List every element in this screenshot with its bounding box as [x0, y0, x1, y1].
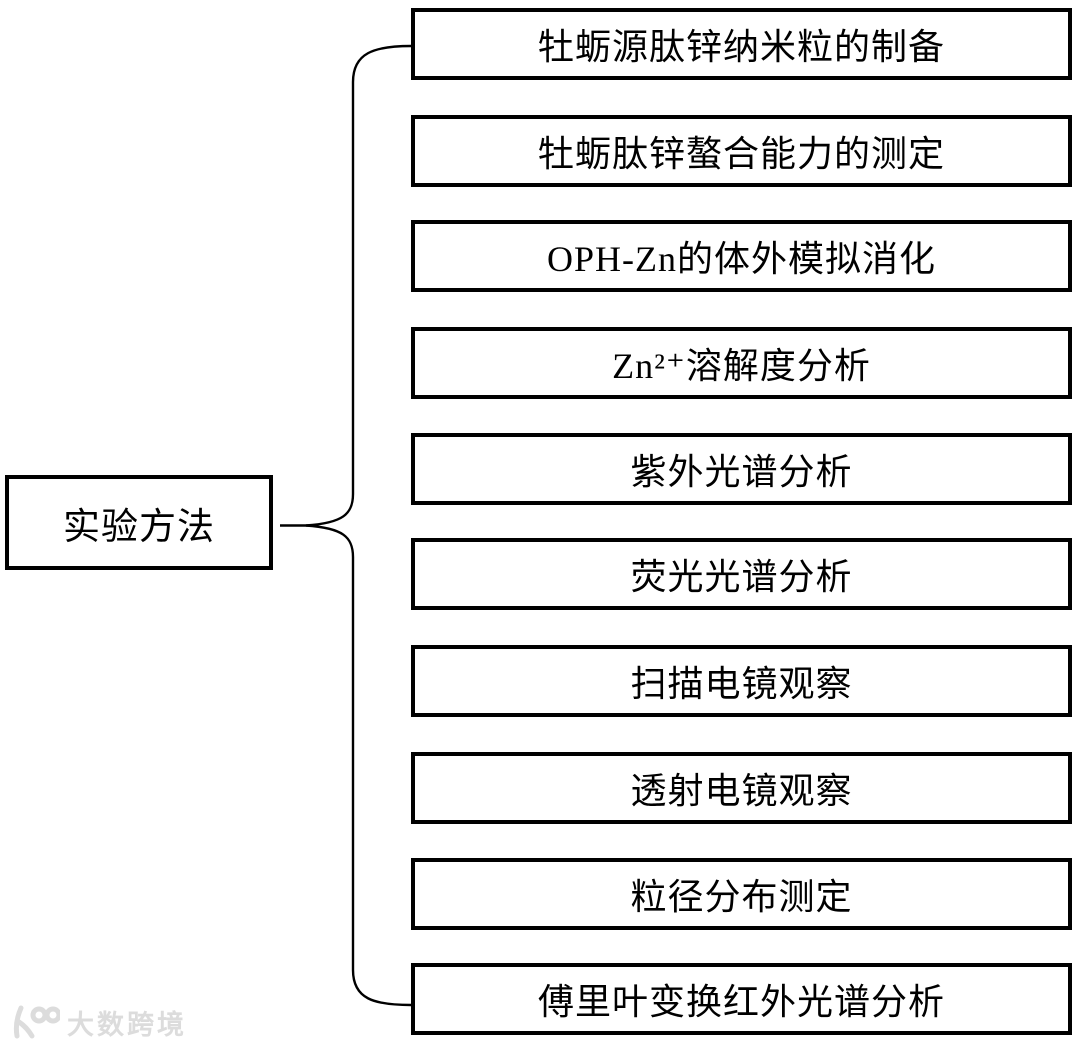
branch-node: 牡蛎源肽锌纳米粒的制备 — [411, 8, 1072, 80]
brace-curve — [305, 44, 412, 1007]
branch-node: OPH-Zn的体外模拟消化 — [411, 220, 1072, 292]
watermark-text: 大数跨境 — [67, 1009, 187, 1040]
branch-label: OPH-Zn的体外模拟消化 — [547, 239, 936, 279]
root-node-experimental-methods: 实验方法 — [5, 475, 273, 570]
branch-label: 紫外光谱分析 — [630, 452, 853, 492]
branch-label: 透射电镜观察 — [630, 771, 853, 811]
branch-node: 粒径分布测定 — [411, 858, 1072, 930]
watermark: 大数跨境 — [8, 1002, 187, 1042]
branch-label: 扫描电镜观察 — [630, 664, 853, 704]
branch-label: 牡蛎肽锌螯合能力的测定 — [537, 134, 945, 174]
branch-node: 牡蛎肽锌螯合能力的测定 — [411, 115, 1072, 187]
branch-node: 扫描电镜观察 — [411, 645, 1072, 717]
branch-node: 荧光光谱分析 — [411, 538, 1072, 610]
branch-node: 紫外光谱分析 — [411, 433, 1072, 505]
brand-logo-icon — [13, 1005, 60, 1039]
branch-label: 傅里叶变换红外光谱分析 — [537, 982, 945, 1022]
branch-node: Zn²⁺溶解度分析 — [411, 327, 1072, 399]
branch-label: 牡蛎源肽锌纳米粒的制备 — [537, 27, 945, 67]
branch-label: 荧光光谱分析 — [630, 557, 853, 597]
branch-node: 透射电镜观察 — [411, 752, 1072, 824]
branch-label: Zn²⁺溶解度分析 — [612, 346, 871, 386]
branch-node: 傅里叶变换红外光谱分析 — [411, 963, 1072, 1035]
root-node-label: 实验方法 — [63, 506, 215, 548]
branch-label: 粒径分布测定 — [630, 877, 853, 917]
